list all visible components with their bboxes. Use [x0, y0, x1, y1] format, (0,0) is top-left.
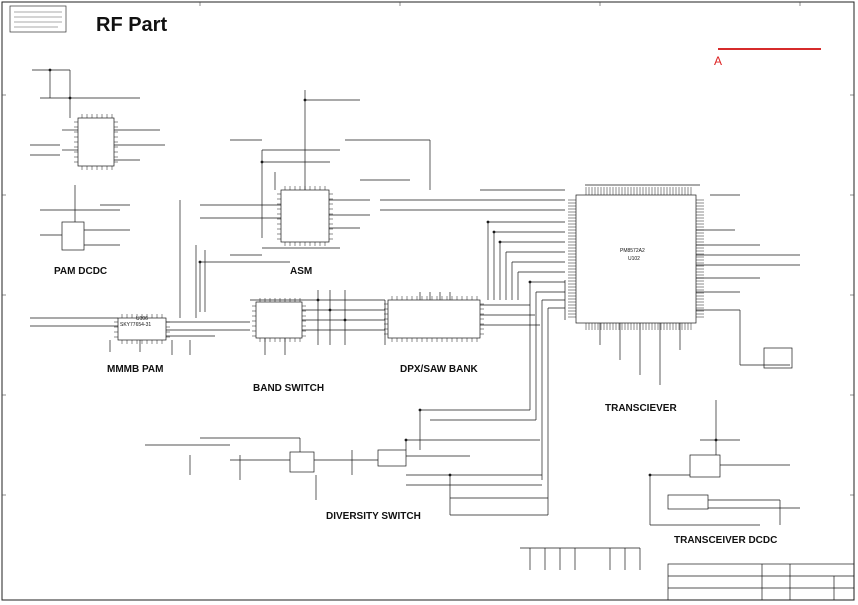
component-pins	[74, 114, 484, 344]
dpx-saw-bank-ic	[387, 299, 481, 339]
block-label-transciever: TRANSCIEVER	[605, 403, 677, 414]
transceiver-ic	[575, 194, 697, 324]
transceiver-part-number: PM8572A2	[620, 248, 645, 254]
block-label-asm: ASM	[290, 266, 313, 277]
transceiver-pins	[568, 187, 704, 330]
transceiver-ref-designator: U102	[628, 256, 640, 262]
logo-stamp	[9, 5, 67, 33]
block-label-transceiver-dcdc: TRANSCEIVER DCDC	[674, 535, 778, 546]
block-label-mmmb-pam: MMMB PAM	[107, 364, 164, 375]
transceiver-dcdc-ic	[667, 494, 709, 510]
junction-dots	[48, 68, 718, 477]
diversity-switch-ic	[377, 449, 407, 467]
pam-part-number: SKY77654-31	[120, 322, 152, 328]
pam-dcdc-ic	[77, 117, 115, 167]
zone-ticks	[2, 2, 854, 496]
pam-ref-designator: U106	[136, 316, 148, 322]
asm-ic	[280, 189, 330, 243]
revision-mark: A	[714, 54, 723, 68]
block-label-pam-dcdc: PAM DCDC	[54, 266, 108, 277]
band-switch-ic	[255, 301, 303, 339]
block-label-dpx-saw-bank: DPX/SAW BANK	[400, 364, 478, 375]
page-title: RF Part	[96, 14, 168, 36]
block-label-band-switch: BAND SWITCH	[253, 383, 325, 394]
block-label-diversity-switch: DIVERSITY SWITCH	[326, 511, 421, 522]
